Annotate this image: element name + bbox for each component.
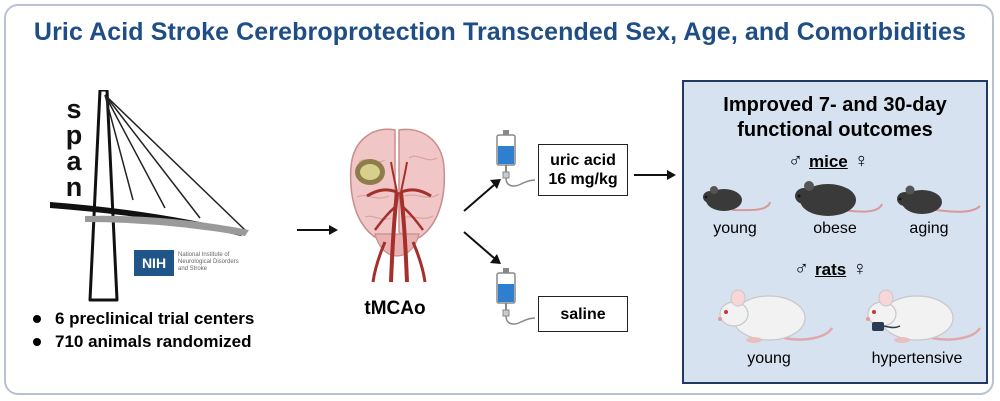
aging-mouse-icon: [897, 185, 981, 214]
male-symbol-icon: ♂: [794, 258, 809, 280]
outcomes-panel: Improved 7- and 30-day functional outcom…: [682, 80, 988, 384]
female-symbol-icon: ♀: [853, 150, 869, 172]
span-letter-p: p: [65, 120, 83, 150]
uric-acid-label: uric acid: [550, 152, 616, 169]
arrow-to-uric-acid: [463, 179, 501, 212]
hypertensive-rat-icon: [866, 289, 982, 343]
uric-acid-box: uric acid 16 mg/kg: [538, 144, 628, 196]
mice-label: mice: [809, 151, 848, 171]
nih-mark-text: NIH: [141, 255, 167, 271]
bullet-dot-icon: [33, 337, 41, 346]
mice-aging-label: aging: [909, 220, 949, 237]
rats-young-label: young: [747, 350, 791, 367]
uric-acid-dose: 16 mg/kg: [548, 171, 618, 188]
rats-label: rats: [815, 259, 847, 279]
nih-line-1: National Institute of: [178, 252, 230, 258]
male-symbol-icon: ♂: [788, 150, 803, 172]
nih-institute-name: National Institute of Neurological Disor…: [178, 252, 268, 273]
young-mouse-icon: [703, 186, 771, 212]
span-letter-s: s: [66, 94, 82, 124]
span-letter-n: n: [65, 172, 83, 202]
study-bullets: 6 preclinical trial centers 710 animals …: [33, 307, 254, 353]
bullet-dot-icon: [33, 314, 41, 323]
iv-bag-icon: [496, 268, 535, 325]
span-bridge-logo: [50, 90, 249, 302]
mice-young-label: young: [713, 220, 757, 237]
figure-title: Uric Acid Stroke Cerebroprotection Trans…: [33, 18, 967, 46]
mice-group-label: ♂ mice ♀: [788, 150, 869, 173]
iv-bag-icon: [496, 130, 535, 187]
arrow-to-brain: [297, 225, 338, 235]
obese-mouse-icon: [795, 181, 883, 216]
nih-logo-mark: NIH: [134, 250, 174, 276]
bullet-item: 710 animals randomized: [33, 330, 254, 353]
nih-line-2: Neurological Disorders: [178, 259, 239, 265]
young-rat-icon: [718, 289, 834, 343]
saline-label: saline: [560, 305, 606, 323]
span-letter-a: a: [66, 146, 82, 176]
nih-line-3: and Stroke: [178, 266, 208, 272]
bullet-item: 6 preclinical trial centers: [33, 307, 254, 330]
brain-illustration: [349, 128, 446, 283]
rats-hypertensive-label: hypertensive: [871, 350, 963, 367]
rats-group-label: ♂ rats ♀: [794, 258, 867, 281]
model-label: tMCAo: [364, 298, 426, 319]
saline-box: saline: [538, 296, 628, 332]
figure-frame: [4, 4, 994, 395]
outcomes-title: Improved 7- and 30-day functional outcom…: [723, 94, 947, 141]
mice-obese-label: obese: [813, 220, 857, 237]
female-symbol-icon: ♀: [852, 258, 868, 280]
arrow-to-saline: [463, 231, 501, 264]
arrow-to-outcomes: [634, 170, 676, 180]
